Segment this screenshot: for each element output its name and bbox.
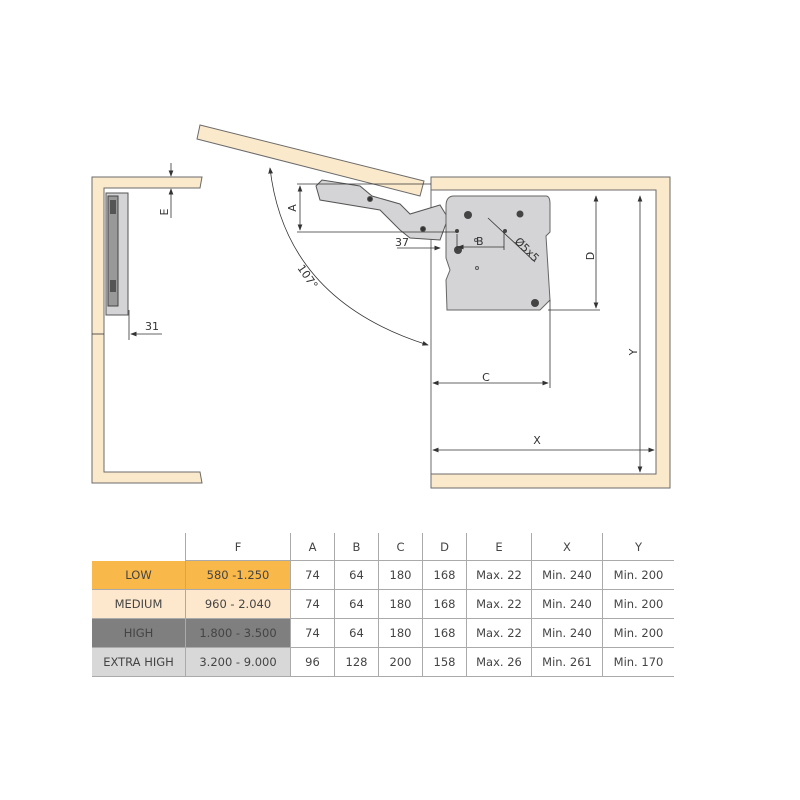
dimension-cell-y: Min. 200 — [602, 560, 674, 590]
header-cell: X — [531, 533, 603, 561]
model-cell: MEDIUM — [92, 589, 186, 619]
dimension-cell-a: 96 — [290, 647, 335, 677]
dimension-cell-d: 168 — [422, 589, 467, 619]
dimension-cell-x: Min. 261 — [531, 647, 603, 677]
table-header-row: F A B C D E X Y — [92, 533, 674, 561]
dimension-cell-e: Max. 26 — [466, 647, 532, 677]
dimension-cell-d: 158 — [422, 647, 467, 677]
header-cell: A — [290, 533, 335, 561]
dimension-cell-a: 74 — [290, 618, 335, 648]
model-cell: EXTRA HIGH — [92, 647, 186, 677]
dimension-cell-a: 74 — [290, 560, 335, 590]
dimension-cell-c: 180 — [378, 560, 423, 590]
dimension-cell-a: 74 — [290, 589, 335, 619]
dimension-cell-y: Min. 200 — [602, 589, 674, 619]
header-cell: E — [466, 533, 532, 561]
dimension-cell-x: Min. 240 — [531, 589, 603, 619]
dimension-cell-d: 168 — [422, 618, 467, 648]
installation-diagram: A 37 B Ø5x5 D C X Y E 31 107° — [91, 124, 671, 489]
dim-label-y: Y — [627, 348, 640, 356]
dimension-cell-y: Min. 170 — [602, 647, 674, 677]
dimension-cell-b: 64 — [334, 589, 379, 619]
dim-label-d: D — [584, 252, 597, 260]
dim-label-31: 31 — [145, 320, 159, 333]
left-cabinet — [91, 176, 203, 484]
header-cell: D — [422, 533, 467, 561]
dimension-cell-d: 168 — [422, 560, 467, 590]
dimension-cell-e: Max. 22 — [466, 618, 532, 648]
lift-mechanism-plate — [445, 195, 551, 311]
dimension-cell-y: Min. 200 — [602, 618, 674, 648]
header-cell: F — [185, 533, 291, 561]
force-cell: 580 -1.250 — [185, 560, 291, 590]
lift-mechanism-side-view — [105, 192, 129, 316]
dimension-cell-b: 128 — [334, 647, 379, 677]
header-cell: B — [334, 533, 379, 561]
model-cell: LOW — [92, 560, 186, 590]
dim-label-c: C — [482, 371, 490, 384]
dimension-cell-e: Max. 22 — [466, 589, 532, 619]
dim-label-x: X — [533, 434, 541, 447]
model-cell: HIGH — [92, 618, 186, 648]
force-cell: 3.200 - 9.000 — [185, 647, 291, 677]
angle-label: 107° — [295, 262, 321, 291]
dimension-cell-x: Min. 240 — [531, 560, 603, 590]
header-cell: C — [378, 533, 423, 561]
header-cell — [92, 533, 186, 561]
dimension-cell-c: 200 — [378, 647, 423, 677]
dim-label-b: B — [476, 235, 484, 248]
dim-label-37: 37 — [395, 236, 409, 249]
header-cell: Y — [602, 533, 674, 561]
dimension-cell-c: 180 — [378, 589, 423, 619]
dim-label-e: E — [158, 208, 171, 215]
dimension-cell-b: 64 — [334, 618, 379, 648]
dimension-cell-b: 64 — [334, 560, 379, 590]
force-cell: 1.800 - 3.500 — [185, 618, 291, 648]
dimension-cell-e: Max. 22 — [466, 560, 532, 590]
dimension-cell-c: 180 — [378, 618, 423, 648]
force-cell: 960 - 2.040 — [185, 589, 291, 619]
hinge-arm — [315, 179, 449, 241]
dimension-cell-x: Min. 240 — [531, 618, 603, 648]
door-panel — [196, 124, 425, 197]
dim-label-a: A — [286, 204, 299, 212]
